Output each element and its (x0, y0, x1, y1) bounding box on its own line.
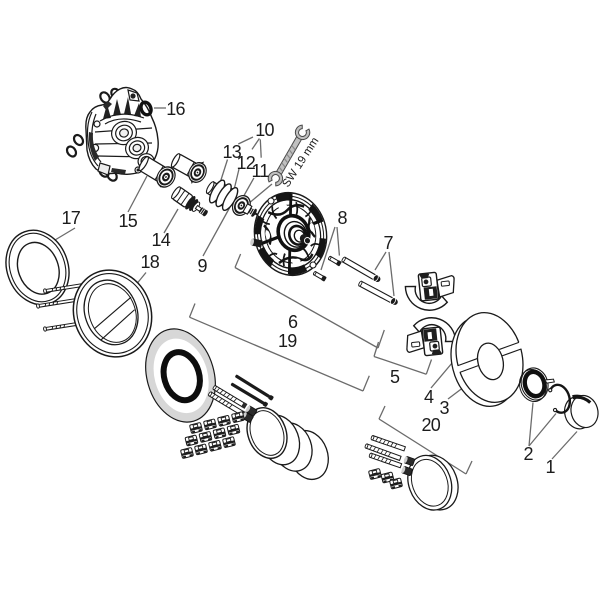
svg-text:11: 11 (252, 161, 270, 181)
svg-text:13: 13 (223, 142, 242, 162)
svg-text:8: 8 (338, 208, 348, 228)
svg-text:5: 5 (390, 367, 400, 387)
svg-text:9: 9 (198, 256, 208, 276)
svg-text:2: 2 (524, 444, 534, 464)
svg-text:16: 16 (166, 99, 185, 119)
svg-text:18: 18 (141, 252, 160, 272)
svg-text:15: 15 (119, 211, 138, 231)
svg-text:4: 4 (424, 387, 434, 407)
svg-text:14: 14 (152, 230, 171, 250)
svg-text:7: 7 (384, 233, 394, 253)
svg-text:6: 6 (288, 312, 298, 332)
svg-text:20: 20 (422, 415, 441, 435)
svg-text:12: 12 (237, 153, 256, 173)
svg-text:10: 10 (255, 120, 274, 140)
svg-text:3: 3 (440, 398, 450, 418)
svg-text:17: 17 (62, 208, 81, 228)
svg-text:19: 19 (278, 331, 297, 351)
svg-text:1: 1 (546, 457, 556, 477)
